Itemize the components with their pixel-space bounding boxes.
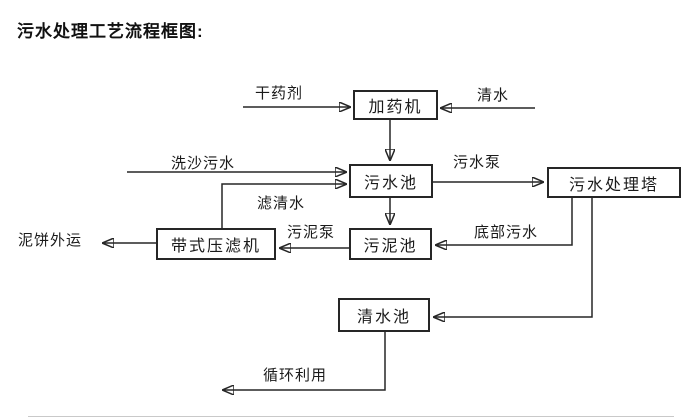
flow-label-mud-cake-out: 泥饼外运 xyxy=(18,232,83,249)
arrow-tower-to-clean-water-pool xyxy=(434,198,593,317)
flow-label-bottom-sewage: 底部污水 xyxy=(474,224,539,241)
flow-label-dry-chemical: 干药剂 xyxy=(255,85,304,102)
flow-label-sand-wash-sewage: 洗沙污水 xyxy=(171,155,236,172)
node-sludge-pool: 污泥池 xyxy=(349,228,432,260)
page-title: 污水处理工艺流程框图: xyxy=(17,22,204,41)
node-sewage-pool: 污水池 xyxy=(349,164,433,198)
arrow-clean-water-pool-to-recycle xyxy=(223,332,386,390)
flow-label-filtered-water: 滤清水 xyxy=(257,195,306,212)
node-dosing-machine: 加药机 xyxy=(353,90,438,120)
node-clean-water-pool: 清水池 xyxy=(338,298,430,332)
flow-label-sewage-pump: 污水泵 xyxy=(453,154,502,171)
node-sewage-treatment-tower: 污水处理塔 xyxy=(547,167,681,198)
arrow-bottom-sewage-to-sludge-pool xyxy=(436,198,573,245)
flow-label-recycle-use: 循环利用 xyxy=(263,367,328,384)
flow-label-sludge-pump: 污泥泵 xyxy=(287,224,336,241)
bottom-divider xyxy=(28,416,674,417)
arrow-filtered-water-to-sewage-pool xyxy=(221,184,346,228)
node-belt-filter-press: 带式压滤机 xyxy=(156,228,276,260)
flow-label-clean-water: 清水 xyxy=(477,87,510,104)
